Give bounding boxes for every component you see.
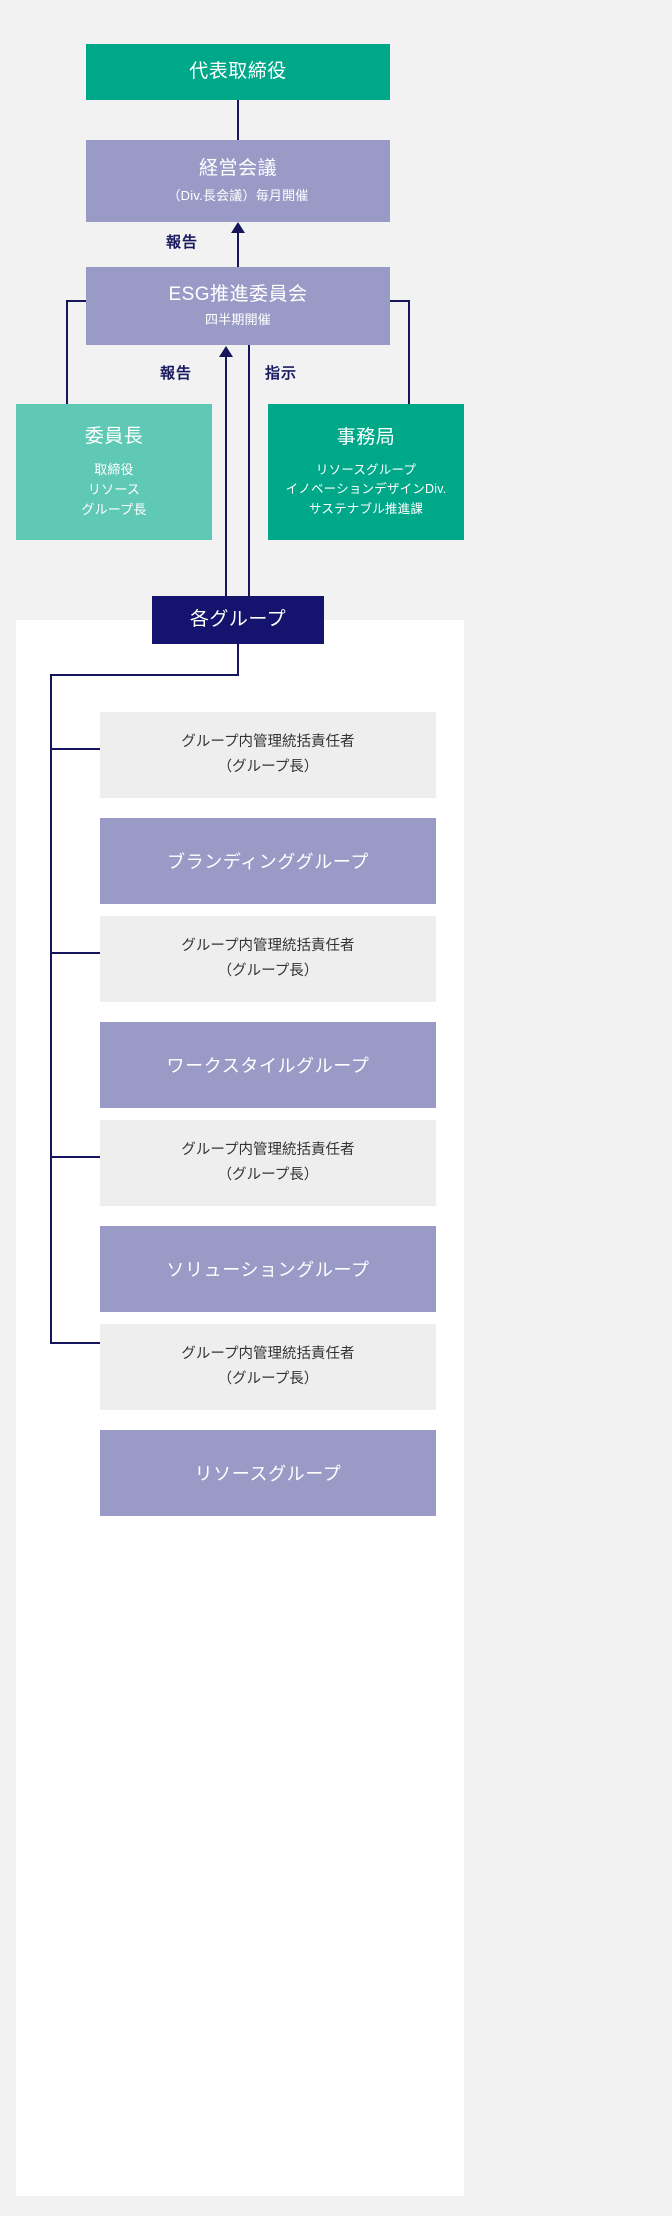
group-head-3: グループ内管理統括責任者 （グループ長）	[100, 1120, 436, 1206]
node-chairperson-sub-2: リソース	[87, 481, 141, 497]
connector-esg-to-groups-instruction	[248, 345, 250, 613]
group-head-line1: グループ内管理統括責任者	[181, 733, 355, 750]
node-chairperson: 委員長 取締役 リソース グループ長	[16, 404, 212, 540]
group-head-line2: （グループ長）	[217, 1371, 319, 1387]
connector-group-spine	[50, 674, 52, 1344]
group-block-1: グループ内管理統括責任者 （グループ長） ブランディンググループ	[100, 712, 436, 904]
group-head-line1: グループ内管理統括責任者	[181, 1141, 355, 1158]
node-secretariat-sub-3: サステナブル推進課	[308, 501, 424, 516]
connector-esg-to-chairperson	[66, 300, 68, 404]
arrow-up-esg-to-management	[231, 222, 245, 233]
node-secretariat-sub-1: リソースグループ	[315, 462, 417, 477]
arrow-up-groups-to-esg	[219, 346, 233, 357]
group-head-2: グループ内管理統括責任者 （グループ長）	[100, 916, 436, 1002]
node-chairperson-title: 委員長	[84, 425, 144, 447]
connector-each-group-to-spine	[50, 674, 239, 676]
group-head-line1: グループ内管理統括責任者	[181, 937, 355, 954]
node-management-meeting-subtitle: （Div.長会議）毎月開催	[167, 187, 309, 203]
group-name-4: リソースグループ	[100, 1430, 436, 1516]
group-name-3: ソリューショングループ	[100, 1226, 436, 1312]
edge-label-report-to-management: 報告	[166, 234, 199, 251]
node-ceo: 代表取締役	[86, 44, 390, 100]
node-management-meeting: 経営会議 （Div.長会議）毎月開催	[86, 140, 390, 222]
connector-each-group-stem	[237, 644, 239, 676]
node-each-group: 各グループ	[152, 596, 324, 644]
connector-esg-to-secretariat	[408, 300, 410, 404]
group-head-line1: グループ内管理統括責任者	[181, 1345, 355, 1362]
group-block-4: グループ内管理統括責任者 （グループ長） リソースグループ	[100, 1324, 436, 1516]
group-name-1: ブランディンググループ	[100, 818, 436, 904]
connector-branch-group-4	[50, 1342, 100, 1344]
edge-label-report-to-esg: 報告	[160, 365, 193, 382]
node-management-meeting-title: 経営会議	[198, 158, 277, 180]
node-chairperson-sub-3: グループ長	[81, 501, 147, 517]
connector-branch-group-2	[50, 952, 100, 954]
connector-branch-group-1	[50, 748, 100, 750]
group-head-line2: （グループ長）	[217, 759, 319, 775]
group-head-line2: （グループ長）	[217, 1167, 319, 1183]
group-head-4: グループ内管理統括責任者 （グループ長）	[100, 1324, 436, 1410]
node-secretariat-sub-2: イノベーションデザインDiv.	[285, 482, 447, 497]
node-chairperson-sub-1: 取締役	[94, 461, 134, 477]
connector-ceo-to-management	[237, 100, 239, 140]
group-name-2: ワークスタイルグループ	[100, 1022, 436, 1108]
group-head-1: グループ内管理統括責任者 （グループ長）	[100, 712, 436, 798]
node-esg-committee-title: ESG推進委員会	[168, 283, 308, 305]
group-block-2: グループ内管理統括責任者 （グループ長） ワークスタイルグループ	[100, 916, 436, 1108]
node-secretariat-title: 事務局	[336, 427, 396, 449]
node-secretariat: 事務局 リソースグループ イノベーションデザインDiv. サステナブル推進課	[268, 404, 464, 540]
group-block-3: グループ内管理統括責任者 （グループ長） ソリューショングループ	[100, 1120, 436, 1312]
connector-esg-to-management	[237, 233, 239, 267]
node-esg-committee: ESG推進委員会 四半期開催	[86, 267, 390, 345]
node-ceo-title: 代表取締役	[189, 61, 287, 83]
node-esg-committee-subtitle: 四半期開催	[204, 312, 271, 328]
node-each-group-title: 各グループ	[189, 609, 287, 631]
connector-groups-to-esg-report	[225, 357, 227, 613]
connector-branch-group-3	[50, 1156, 100, 1158]
group-head-line2: （グループ長）	[217, 963, 319, 979]
edge-label-instruction-from-esg: 指示	[265, 365, 298, 382]
